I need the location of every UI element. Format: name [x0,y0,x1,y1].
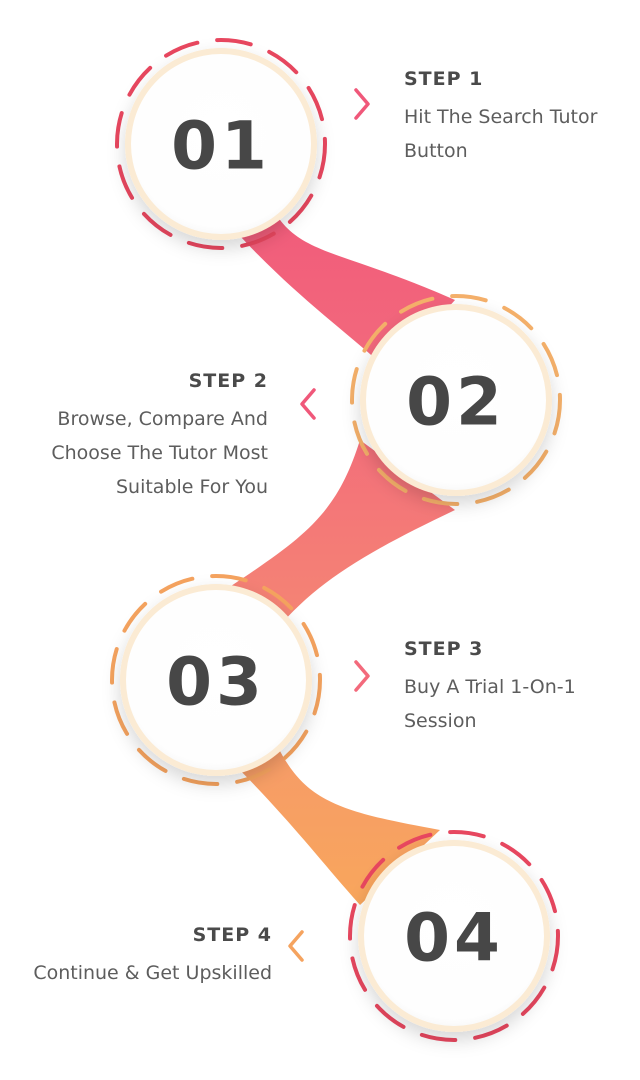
chevron-left-icon [288,930,304,962]
step-1-text: STEP 1 Hit The Search Tutor Button [404,66,640,168]
step-2-number: 02 [406,364,506,441]
step-4-circle: 04 [348,830,560,1042]
step-1-number: 01 [171,108,271,185]
step-4-dashed-ring [348,830,560,1042]
step-3-circle: 03 [110,574,322,786]
step-3-text: STEP 3 Buy A Trial 1-On-1 Session [404,636,640,738]
step-4-label: STEP 4 [192,924,272,946]
step-2-desc-line-2: Choose The Tutor Most [51,442,268,464]
step-4-desc-line-1: Continue & Get Upskilled [33,962,272,984]
step-3-desc-line-2: Session [404,710,477,732]
step-4-disc [364,846,544,1026]
step-1-dashed-ring [115,38,327,250]
step-2-desc-line-1: Browse, Compare And [57,408,268,430]
step-1-circle: 01 [115,38,327,250]
step-4-number: 04 [404,900,504,977]
step-3-label: STEP 3 [404,638,484,660]
connector-band-2-3 [210,440,455,650]
step-1-disc [131,54,311,234]
step-3-desc-line-1: Buy A Trial 1-On-1 [404,676,576,698]
chevron-right-icon [354,88,370,120]
chevron-right-icon [354,660,370,692]
step-1-desc-line-2: Button [404,140,468,162]
step-2-desc-line-3: Suitable For You [115,476,268,498]
step-3-disc [126,590,306,770]
step-2-dashed-ring [350,294,562,506]
step-3-number: 03 [166,644,266,721]
step-2-label: STEP 2 [188,370,268,392]
step-3-dashed-ring [110,574,322,786]
connector-band-3-4 [230,730,440,905]
step-1-label: STEP 1 [404,68,484,90]
step-1-desc-line-1: Hit The Search Tutor [404,106,598,128]
step-2-disc [366,310,546,490]
step-2-circle: 02 [350,294,562,506]
step-4-text: STEP 4 Continue & Get Upskilled [0,922,272,990]
chevron-left-icon [300,388,316,420]
step-2-text: STEP 2 Browse, Compare And Choose The Tu… [0,368,268,504]
